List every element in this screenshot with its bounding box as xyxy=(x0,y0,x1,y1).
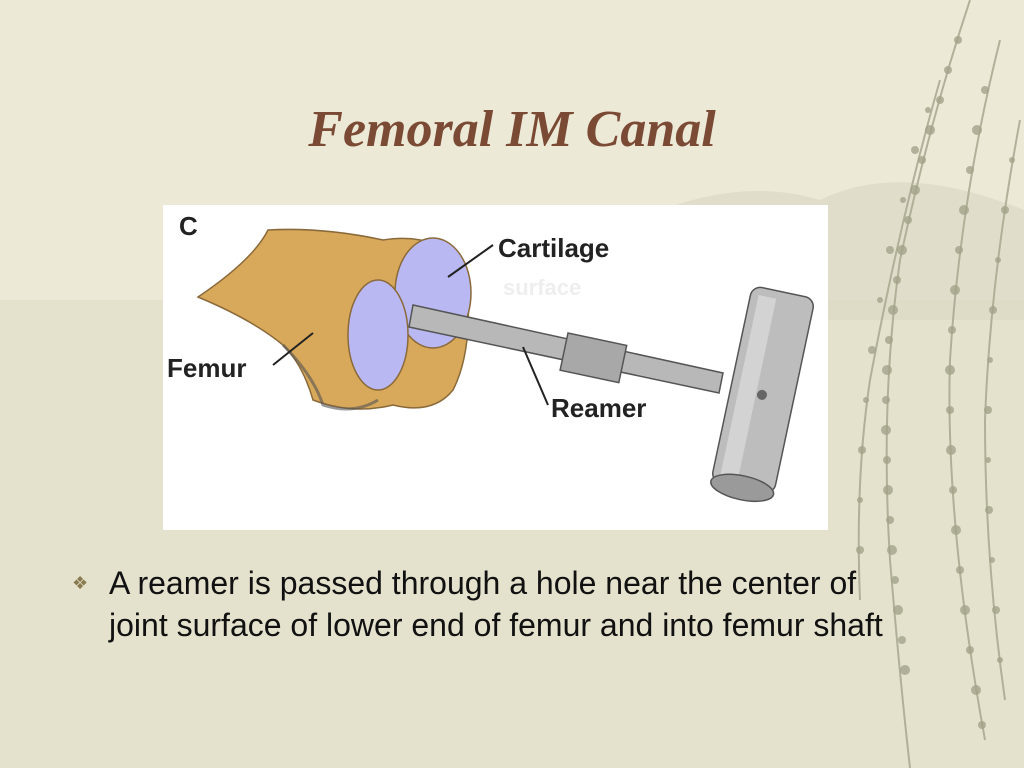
femur-leader-line xyxy=(272,332,314,366)
bullet-list: ❖ A reamer is passed through a hole near… xyxy=(72,562,892,646)
reamer-leader-line xyxy=(522,346,549,406)
bullet-text: A reamer is passed through a hole near t… xyxy=(109,565,883,643)
willow-leaves-decoration xyxy=(856,36,1015,729)
reamer-collar xyxy=(559,332,628,384)
cartilage-leader-line xyxy=(447,244,494,278)
reamer-illustration: C Cartilage surface Femur Reamer xyxy=(163,205,828,530)
panel-letter: C xyxy=(179,211,198,241)
cartilage-surface-side xyxy=(347,279,409,391)
diamond-bullet-icon: ❖ xyxy=(72,573,89,593)
reamer-label: Reamer xyxy=(551,393,646,423)
bullet-item: ❖ A reamer is passed through a hole near… xyxy=(72,562,892,646)
cartilage-sub-label: surface xyxy=(503,275,581,300)
femur-label: Femur xyxy=(167,353,246,383)
slide-title: Femoral IM Canal xyxy=(308,101,716,158)
cartilage-label: Cartilage xyxy=(498,233,609,263)
reamer-t-handle xyxy=(710,286,814,503)
